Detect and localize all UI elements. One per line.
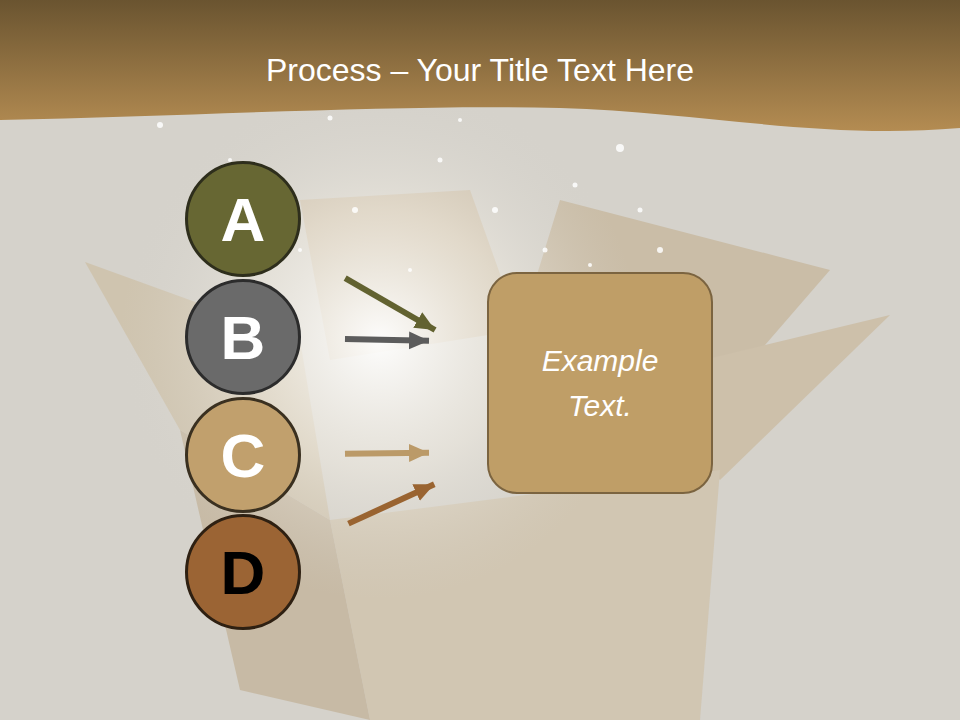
step-circle: B [185,279,301,395]
step-circle: C [185,397,301,513]
step-circle: D [185,514,301,630]
circle-fill [187,399,300,512]
step-letter: B [221,291,266,384]
step-letter: A [221,173,266,266]
result-box: Example Text. [487,272,713,494]
circle-fill [187,281,300,394]
sparkles [157,116,663,273]
slide-title: Process – Your Title Text Here [0,52,960,89]
arrow-connector [345,278,435,330]
circle-fill [187,163,300,276]
step-circle: A [185,161,301,277]
arrow-connector [348,484,434,523]
circle-fill [187,516,300,629]
step-letter: D [221,526,266,619]
arrow-connector [345,339,429,341]
arrow-connector [345,453,429,454]
step-letter: C [221,409,266,502]
box-text: Example Text. [515,338,685,428]
header-band [0,0,960,131]
